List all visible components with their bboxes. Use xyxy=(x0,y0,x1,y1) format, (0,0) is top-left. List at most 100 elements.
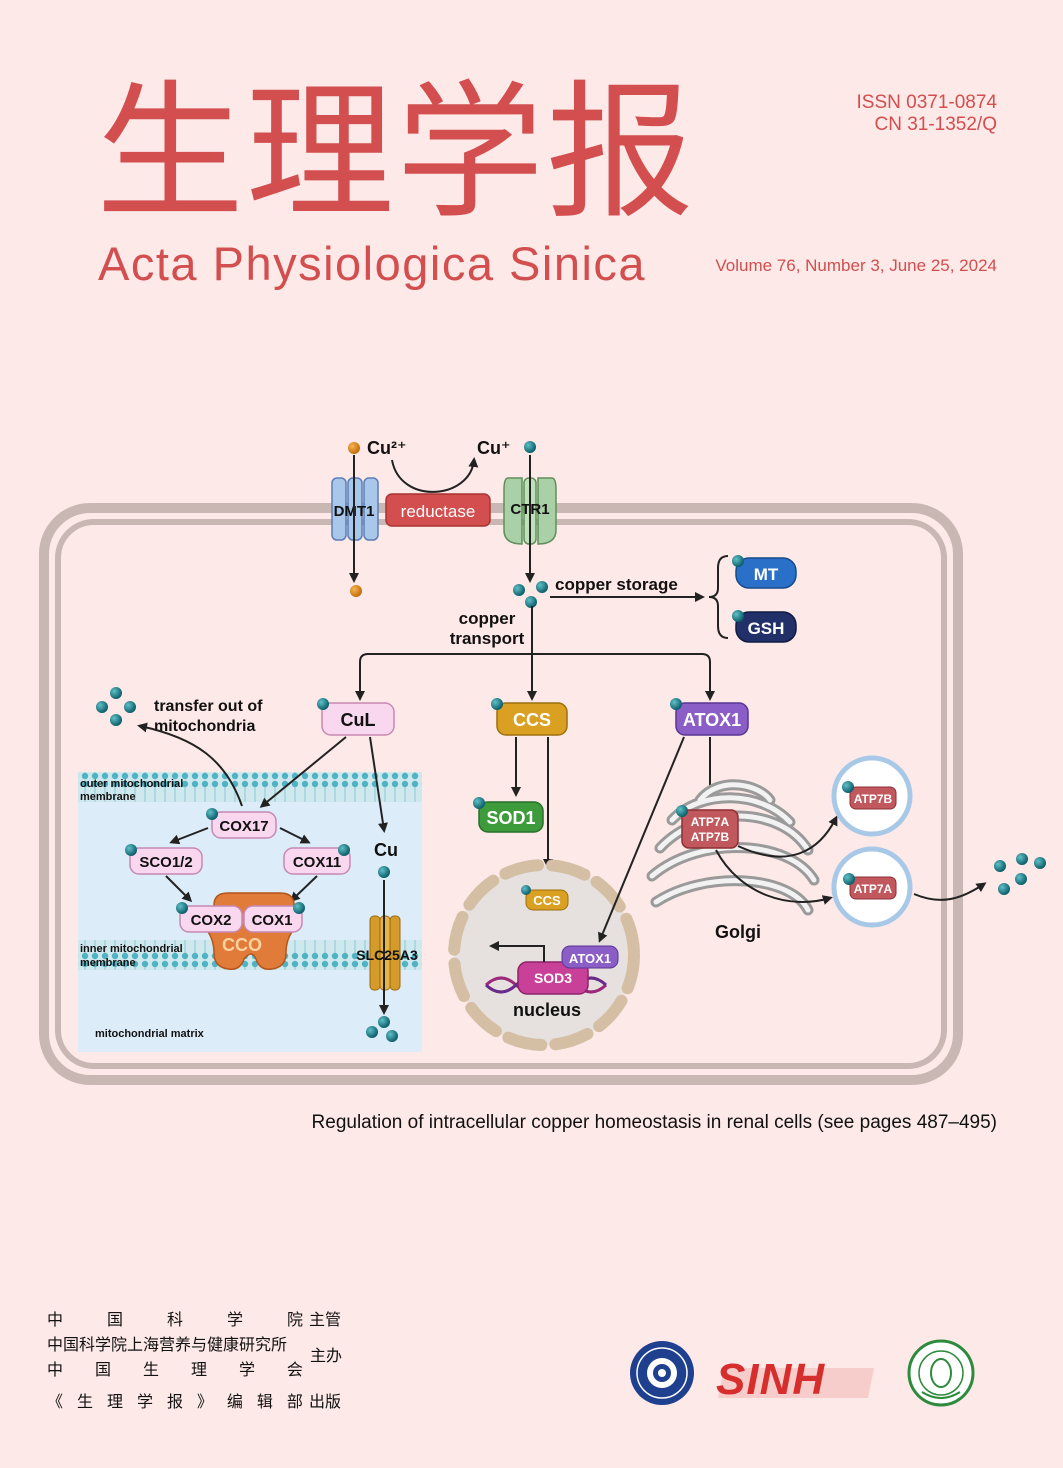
golgi-to-atp7a-vesicle-arrow xyxy=(715,849,833,905)
publisher-char: 中 xyxy=(47,1310,64,1329)
nuclear-envelope xyxy=(448,859,640,1051)
mt-box xyxy=(735,557,797,589)
atp7a-vesicle-cu-ion xyxy=(843,873,855,885)
publisher-row-2: 中国科学院上海营养与健康研究所 xyxy=(47,1331,287,1355)
matrix-label: mitochondrial matrix xyxy=(95,1028,205,1040)
cas-logo xyxy=(630,1341,694,1405)
cox2-box xyxy=(179,905,243,933)
cox17-box xyxy=(211,811,277,839)
cox17-label: COX17 xyxy=(219,818,268,835)
publisher-char: 部 xyxy=(286,1392,303,1411)
reductase-box xyxy=(385,493,491,527)
atox1-label: ATOX1 xyxy=(683,710,741,730)
publisher-row-1-name: 中国科学院 xyxy=(47,1306,303,1330)
outer-membrane-label-2: membrane xyxy=(80,791,136,803)
cu2-label: Cu²⁺ xyxy=(367,438,407,458)
publisher-row-2-name: 中国科学院上海营养与健康研究所 xyxy=(47,1335,288,1354)
ctr1-transporter xyxy=(503,477,557,545)
atox1-cu-ion xyxy=(670,698,682,710)
ccs-nucleus-box xyxy=(525,889,569,911)
cu-cluster-mito-out xyxy=(96,687,136,726)
sod1-label: SOD1 xyxy=(486,808,535,828)
atox1-box xyxy=(675,702,749,736)
cu2-ion xyxy=(348,442,360,454)
copper-transport-label-2: transport xyxy=(450,629,525,648)
cox11-to-cox1-arrow xyxy=(289,875,318,903)
ccs-label: CCS xyxy=(513,710,551,730)
atp7a-vesicle-box xyxy=(849,876,897,900)
publisher-row-3-name: 中国生理学会 xyxy=(47,1356,303,1380)
ccs-cu-ion xyxy=(491,698,503,710)
ccs-nucleus-label: CCS xyxy=(533,893,561,908)
publisher-row-4-role: 出版 xyxy=(309,1392,342,1411)
cu-label: Cu xyxy=(374,840,398,860)
publisher-char: 报 xyxy=(166,1392,183,1411)
atp7a-vesicle-label: ATP7A xyxy=(854,882,893,896)
cco-label: CCO xyxy=(222,935,262,955)
publisher-char: 生 xyxy=(76,1392,93,1411)
journal-title-english: Acta Physiologica Sinica xyxy=(98,237,647,290)
sinh-logo: SINH xyxy=(716,1355,874,1404)
transfer-out-label-2: mitochondria xyxy=(154,718,255,735)
publisher-row-1: 中国科学院 主管 xyxy=(47,1306,341,1330)
cul-to-cox17-arrow xyxy=(259,736,347,808)
atp7a-golgi-label: ATP7A xyxy=(691,815,730,829)
cul-box xyxy=(321,702,395,736)
cu1-ion xyxy=(524,441,536,453)
publisher-row-4-name: 《生理学报》编辑部 xyxy=(47,1388,303,1412)
atp7b-vesicle-label: ATP7B xyxy=(854,792,893,806)
golgi-to-atp7b-vesicle-arrow xyxy=(737,815,838,858)
cox11-label: COX11 xyxy=(293,854,341,871)
cox1-cu-ion xyxy=(293,902,305,914)
cox2-label: COX2 xyxy=(191,912,232,929)
cu2-ion-intracellular xyxy=(350,585,362,597)
cox11-box xyxy=(283,847,351,875)
gsh-box xyxy=(735,611,797,643)
sco12-box xyxy=(129,847,203,875)
publisher-char: 理 xyxy=(190,1360,207,1379)
nucleus-label: nucleus xyxy=(513,1000,581,1020)
cul-cu-ion xyxy=(317,698,329,710)
copper-storage-label: copper storage xyxy=(555,575,678,594)
cell-membrane-outer xyxy=(39,503,963,1085)
publisher-char: 学 xyxy=(226,1310,243,1329)
issn-number: ISSN 0371-0874 xyxy=(856,92,998,113)
atox1-nucleus-label: ATOX1 xyxy=(569,951,611,966)
publisher-char: 会 xyxy=(286,1360,303,1379)
cox17-cu-ion xyxy=(206,808,218,820)
cul-label: CuL xyxy=(341,710,376,730)
cox2-cu-ion xyxy=(176,902,188,914)
transfer-out-arrow xyxy=(137,722,243,807)
cul-to-cu-arrow xyxy=(369,736,388,833)
cu-cluster-efflux xyxy=(994,853,1046,895)
sod1-box xyxy=(478,801,544,833)
outer-membrane-label-1: outer mitochondrial xyxy=(80,778,183,790)
to-cul-arrow xyxy=(355,653,532,701)
to-atox1-arrow xyxy=(532,653,715,701)
cox11-cu-ion xyxy=(338,844,350,856)
cox17-to-sco-arrow xyxy=(169,827,209,845)
publisher-row-3: 中国生理学会 xyxy=(47,1356,303,1380)
transfer-out-label-1: transfer out of xyxy=(154,698,263,715)
mt-label: MT xyxy=(754,565,779,584)
cn-number: CN 31-1352/Q xyxy=(874,114,997,135)
publisher-char: 国 xyxy=(106,1310,123,1329)
atox1-nucleus-box xyxy=(561,945,619,969)
cu1-label: Cu⁺ xyxy=(477,438,511,458)
storage-bracket xyxy=(708,555,729,639)
sinh-logo-text: SINH xyxy=(716,1355,825,1404)
publisher-char: 生 xyxy=(142,1360,159,1379)
publisher-char: 学 xyxy=(136,1392,153,1411)
publisher-char: 编 xyxy=(226,1392,243,1411)
atp7-golgi-cu-ion xyxy=(676,805,688,817)
volume-info: Volume 76, Number 3, June 25, 2024 xyxy=(715,256,997,275)
publisher-char: 中 xyxy=(47,1360,64,1379)
ccs-nucleus-cu-ion xyxy=(521,885,531,895)
transcription-arrow xyxy=(489,941,545,962)
sco12-label: SCO1/2 xyxy=(139,854,192,871)
efflux-arrow xyxy=(913,882,987,901)
mt-cu-ion xyxy=(732,555,744,567)
publisher-row-1-role: 主管 xyxy=(309,1310,342,1329)
reductase-label: reductase xyxy=(401,502,476,521)
